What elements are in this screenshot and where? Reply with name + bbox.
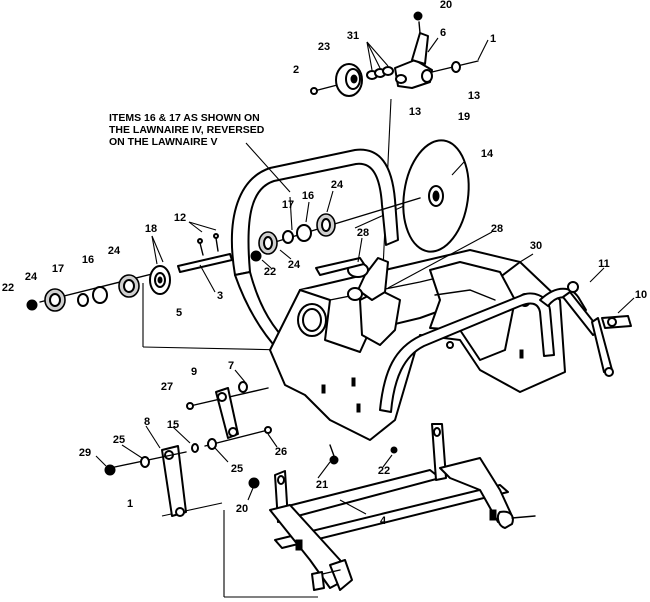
callout-7: 7 <box>228 360 234 372</box>
callout-18: 18 <box>145 223 157 235</box>
callout-17: 17 <box>52 263 64 275</box>
note-line-3: ON THE LAWNAIRE V <box>109 136 218 148</box>
callout-5: 5 <box>176 307 182 319</box>
callout-27: 27 <box>161 381 173 393</box>
main-housing <box>269 249 566 441</box>
callout-16: 16 <box>82 254 94 266</box>
callout-20: 20 <box>440 0 452 11</box>
callout-13: 13 <box>468 90 480 102</box>
callout-25: 25 <box>113 434 125 446</box>
callout-8: 8 <box>144 416 150 428</box>
callout-31: 31 <box>347 30 359 42</box>
callout-13: 13 <box>409 106 421 118</box>
callout-24: 24 <box>288 259 301 271</box>
wheel <box>402 139 470 253</box>
callout-23: 23 <box>318 41 330 53</box>
callout-14: 14 <box>481 148 494 160</box>
callout-22: 22 <box>2 282 14 294</box>
callout-2: 2 <box>293 64 299 76</box>
callout-numbers: 20 6 1 31 23 2 13 13 19 14 18 12 17 16 2… <box>2 0 647 527</box>
callout-4: 4 <box>380 515 387 527</box>
callout-30: 30 <box>530 240 542 252</box>
callout-leaders <box>95 37 635 515</box>
callout-26: 26 <box>275 446 287 458</box>
callout-16: 16 <box>302 190 314 202</box>
diagram-note: ITEMS 16 & 17 AS SHOWN ON THE LAWNAIRE I… <box>109 112 265 148</box>
callout-15: 15 <box>167 419 179 431</box>
callout-11: 11 <box>598 258 610 270</box>
callout-22: 22 <box>264 266 276 278</box>
callout-1: 1 <box>127 498 133 510</box>
callout-21: 21 <box>316 479 328 491</box>
note-line-1: ITEMS 16 & 17 AS SHOWN ON <box>109 112 260 124</box>
callout-9: 9 <box>191 366 197 378</box>
lower-left-links <box>104 381 272 517</box>
inner-axle-parts <box>250 197 421 262</box>
left-axle-parts <box>26 233 233 312</box>
callout-24: 24 <box>331 179 344 191</box>
callout-28: 28 <box>357 227 369 239</box>
callout-12: 12 <box>174 212 186 224</box>
bottom-axle-assembly <box>269 423 536 591</box>
top-linkage <box>310 11 479 97</box>
callout-24: 24 <box>108 245 121 257</box>
callout-1: 1 <box>490 33 496 45</box>
callout-29: 29 <box>79 447 91 459</box>
callout-22: 22 <box>378 465 390 477</box>
callout-10: 10 <box>635 289 647 301</box>
callout-24: 24 <box>25 271 38 283</box>
note-line-2: THE LAWNAIRE IV, REVERSED <box>109 124 265 136</box>
callout-17: 17 <box>282 199 294 211</box>
callout-28: 28 <box>491 223 503 235</box>
callout-6: 6 <box>440 27 446 39</box>
callout-3: 3 <box>217 290 223 302</box>
callout-25: 25 <box>231 463 243 475</box>
right-links <box>562 281 632 377</box>
callout-20: 20 <box>236 503 248 515</box>
callout-19: 19 <box>458 111 470 123</box>
